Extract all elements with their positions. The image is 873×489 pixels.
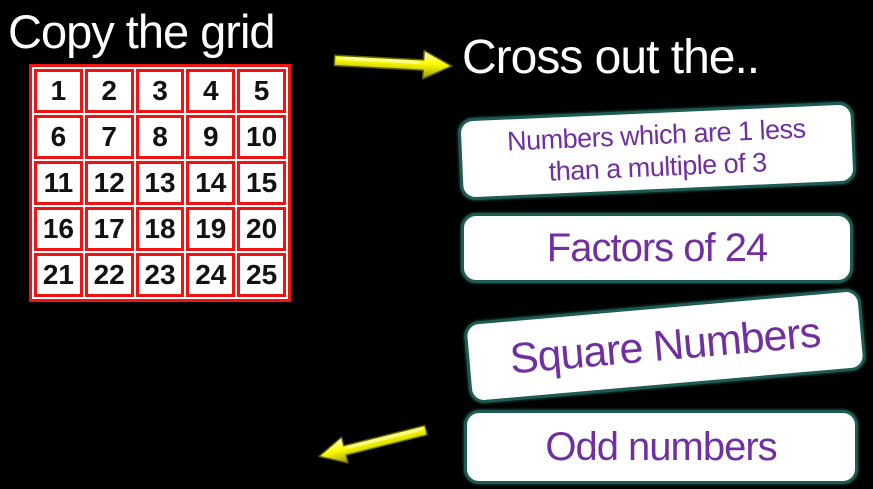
arrow-left-icon <box>312 414 434 478</box>
grid-cell: 23 <box>135 253 185 297</box>
task-label-line: Factors of 24 <box>546 225 768 270</box>
grid-cell: 16 <box>34 207 83 251</box>
grid-cell: 18 <box>135 207 185 251</box>
grid-cell: 3 <box>135 69 185 113</box>
grid-cell: 13 <box>135 161 185 205</box>
task-label-line: Square Numbers <box>507 308 822 383</box>
grid-cell: 22 <box>84 253 134 297</box>
grid-cell: 15 <box>237 161 286 205</box>
grid-cell: 1 <box>34 69 83 113</box>
grid-cell: 4 <box>186 69 236 113</box>
grid-cell: 21 <box>34 253 83 297</box>
grid-cell: 20 <box>237 207 286 251</box>
arrow-right-icon <box>328 42 458 90</box>
task-box-odd-numbers: Odd numbers <box>464 410 858 484</box>
page-title: Copy the grid <box>8 5 276 58</box>
grid-cell: 17 <box>84 207 134 251</box>
grid-cell: 25 <box>237 253 286 297</box>
grid-cell: 19 <box>186 207 236 251</box>
task-box-square-numbers: Square Numbers <box>463 287 867 405</box>
grid-cell: 10 <box>237 115 286 159</box>
task-box-factors-24: Factors of 24 <box>461 213 853 283</box>
grid-cell: 6 <box>34 115 83 159</box>
grid-cell: 24 <box>186 253 236 297</box>
cross-out-heading: Cross out the.. <box>462 31 760 84</box>
grid-cell: 8 <box>135 115 185 159</box>
grid-cell: 5 <box>237 69 286 113</box>
grid-cell: 9 <box>186 115 236 159</box>
grid-cell: 7 <box>84 115 134 159</box>
task-box-multiple-of-3: Numbers which are 1 less than a multiple… <box>457 101 857 201</box>
grid-cell: 14 <box>186 161 236 205</box>
grid-cell: 11 <box>34 161 83 205</box>
grid-cell: 12 <box>84 161 134 205</box>
task-label-line: Odd numbers <box>545 424 777 469</box>
grid-cell: 2 <box>84 69 134 113</box>
